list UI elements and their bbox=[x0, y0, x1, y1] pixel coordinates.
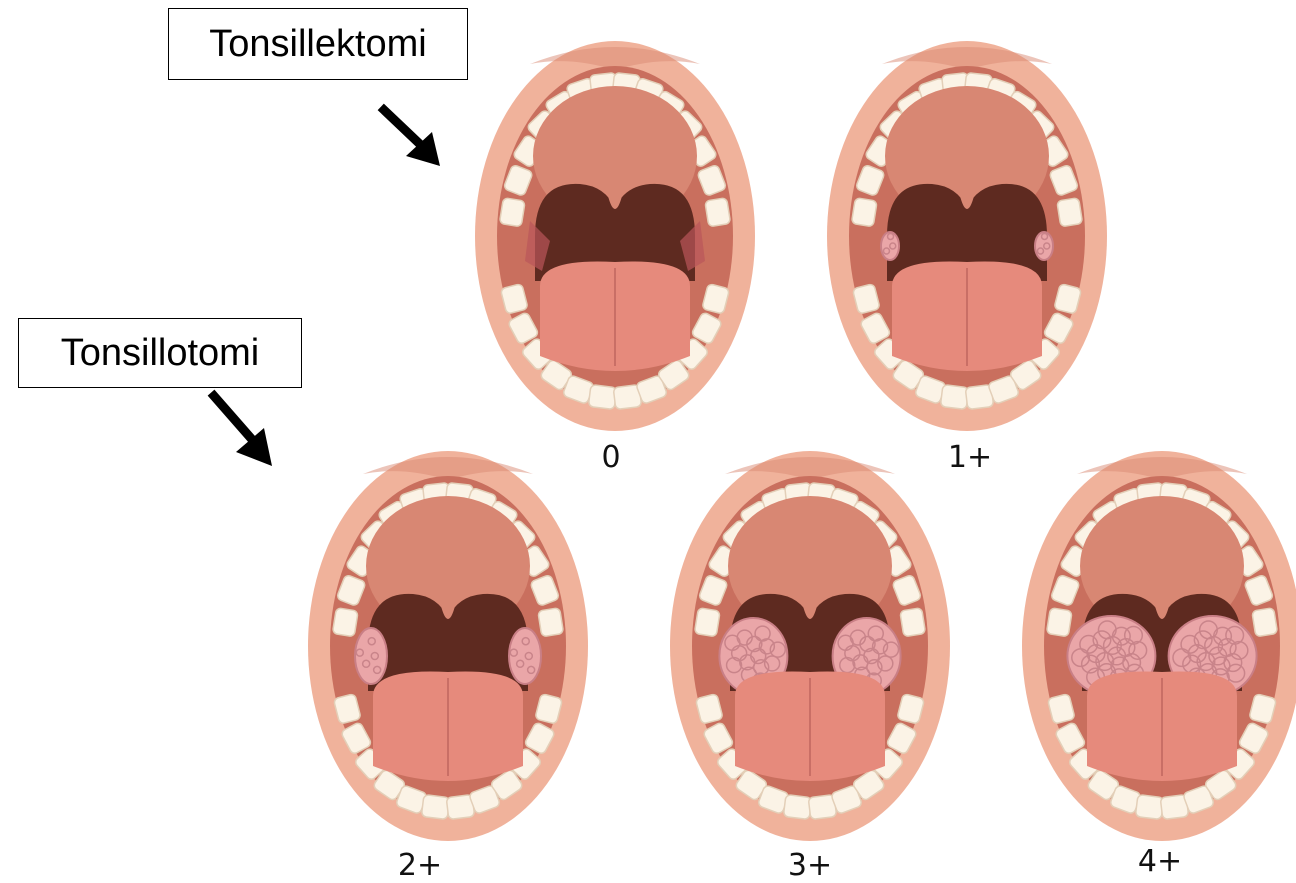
mouth-grade-3-illustration bbox=[665, 446, 955, 846]
grade-label-3: 3+ bbox=[770, 848, 850, 883]
mouth-grade-1-illustration bbox=[822, 36, 1112, 436]
tonsillotomy-arrow-icon bbox=[210, 392, 280, 472]
mouth-grade-4-illustration bbox=[1017, 446, 1296, 846]
tonsillectomy-label-text: Tonsillektomi bbox=[209, 23, 427, 66]
mouth-grade-0-illustration bbox=[470, 36, 760, 436]
grade-label-1: 1+ bbox=[930, 440, 1010, 475]
tonsillotomy-label-text: Tonsillotomi bbox=[61, 332, 260, 375]
tonsillectomy-arrow-icon bbox=[380, 106, 450, 176]
tonsillotomy-label: Tonsillotomi bbox=[18, 318, 302, 388]
grade-label-4: 4+ bbox=[1120, 844, 1200, 879]
mouth-grade-2-illustration bbox=[303, 446, 593, 846]
tonsillectomy-label: Tonsillektomi bbox=[168, 8, 468, 80]
grade-label-0: 0 bbox=[571, 440, 651, 475]
grade-label-2: 2+ bbox=[380, 848, 460, 883]
